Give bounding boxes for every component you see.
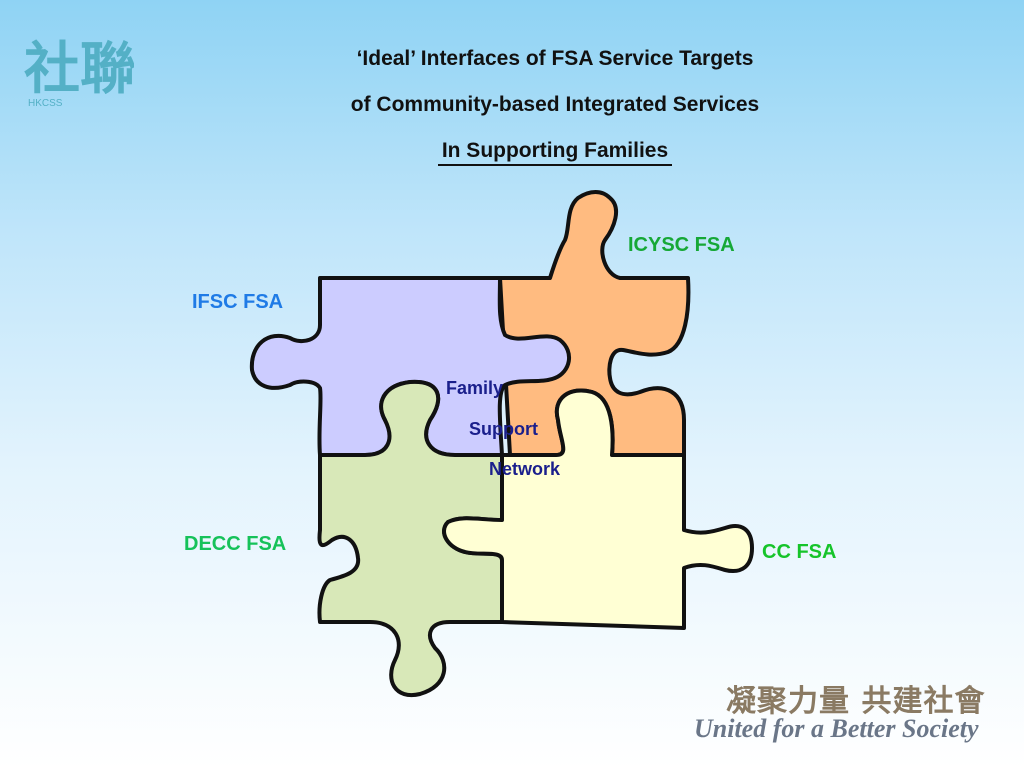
center-label-family: Family (446, 378, 503, 398)
label-icysc-fsa: ICYSC FSA (628, 234, 735, 256)
label-decc-fsa: DECC FSA (184, 533, 286, 555)
label-cc-fsa: CC FSA (762, 541, 836, 563)
slide-title: ‘Ideal’ Interfaces of FSA Service Target… (250, 42, 860, 180)
title-line-3: In Supporting Families (250, 134, 860, 180)
center-label-support: Support (469, 419, 538, 439)
title-line-1: ‘Ideal’ Interfaces of FSA Service Target… (356, 47, 754, 70)
title-line-2: of Community-based Integrated Services (350, 93, 760, 116)
footer-english-slogan: United for a Better Society (694, 714, 979, 743)
logo-glyph-she: 社聯 (24, 36, 134, 102)
puzzle-piece-cc (442, 388, 754, 630)
label-ifsc-fsa: IFSC FSA (192, 291, 283, 313)
footer-chinese-slogan: 凝聚力量 共建社會 (726, 684, 986, 719)
logo-small-text: HKCSS (28, 98, 63, 109)
hkcss-logo: 社聯 HKCSS (24, 36, 134, 109)
center-label-network: Network (489, 459, 561, 479)
puzzle-piece-decc (317, 379, 504, 698)
